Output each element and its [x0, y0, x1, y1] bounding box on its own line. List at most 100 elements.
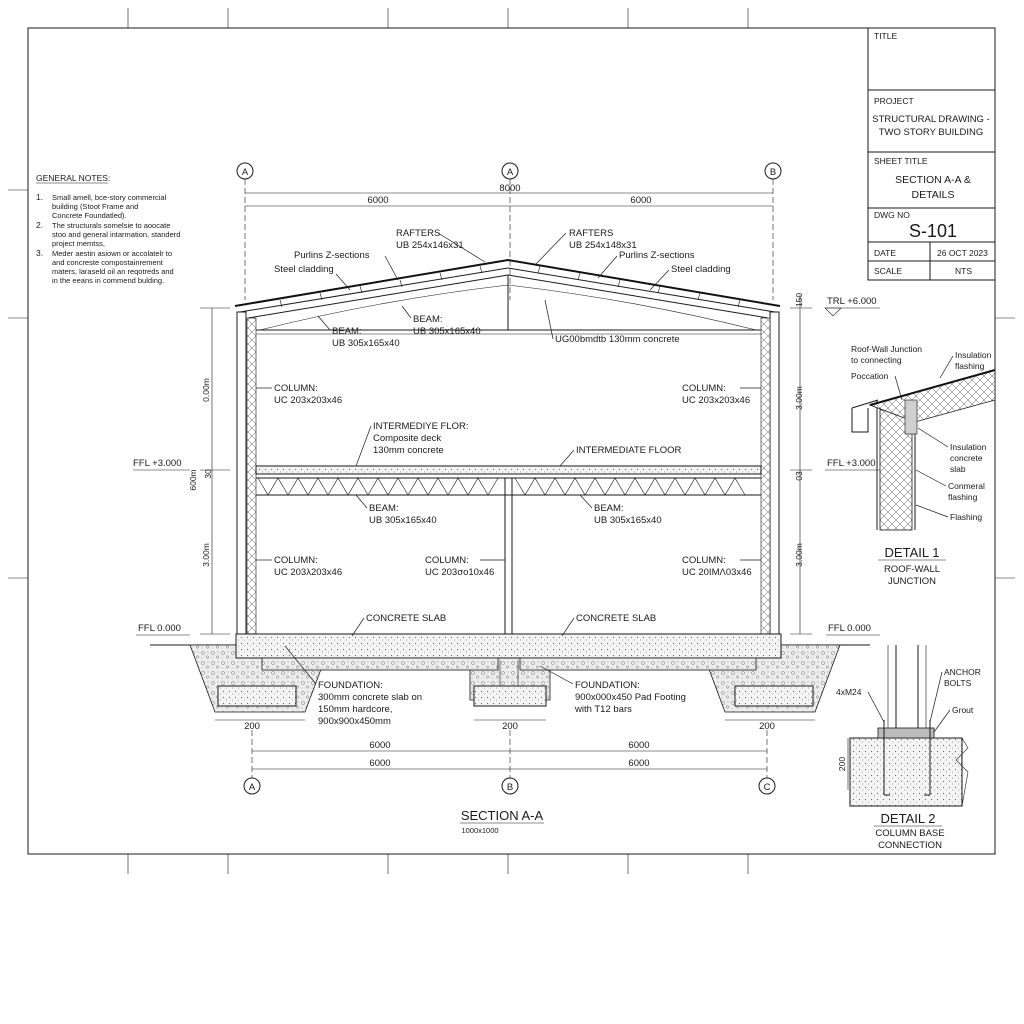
- detail1-label-c2: flashing: [955, 361, 985, 371]
- level-ffl-right-ground: FFL 0.000: [828, 623, 871, 634]
- foundations: [150, 633, 870, 713]
- dim-top-right: 6000: [630, 195, 651, 206]
- note-3-num: 3.: [36, 248, 43, 258]
- found-left-line4: 900x900x450mm: [318, 716, 391, 727]
- dim-right-top: 150: [794, 293, 804, 307]
- dwg-no-label: DWG NO: [874, 210, 910, 220]
- dim-left-upper: 0.00m: [201, 378, 211, 402]
- purlins-right: Purlins Z-sections: [619, 250, 695, 261]
- general-notes: GENERAL NOTES: 1. Small amell, bce-story…: [36, 173, 180, 285]
- level-ffl-left-upper: FFL +3.000: [133, 458, 182, 469]
- grid-label-top-a2: A: [507, 167, 514, 178]
- cladding-right: Steel cladding: [671, 264, 731, 275]
- dim-left-small: 30: [203, 469, 213, 479]
- col-left-lower-size: UC 203λ203x46: [274, 567, 342, 578]
- beam-roof-mid-title: BEAM:: [413, 314, 443, 325]
- found-left-line3: 150mm hardcore,: [318, 704, 392, 715]
- col-left-upper-size: UC 203x203x46: [274, 395, 342, 406]
- sheet-title-line2: DETAILS: [912, 189, 955, 201]
- found-right-line2: 900x000x450 Pad Footing: [575, 692, 686, 703]
- grid-label-bot-c: C: [764, 782, 771, 793]
- detail1-sub2: JUNCTION: [888, 576, 936, 587]
- grid-bubble-bot-a: [243, 777, 261, 795]
- found-right-line3: with T12 bars: [574, 704, 632, 715]
- detail2-title: DETAIL 2: [881, 811, 936, 826]
- project-label: PROJECT: [874, 96, 914, 106]
- drawing-border: [27, 27, 996, 855]
- col-right-upper-size: UC 203x203x46: [682, 395, 750, 406]
- detail1-label-b: Poccation: [851, 371, 889, 381]
- rafters-right-title: RAFTERS: [569, 228, 613, 239]
- col-right-lower-title: COLUMN:: [682, 555, 726, 566]
- detail1-label-c1: Insulation: [955, 350, 992, 360]
- title-block: TITLE PROJECT STRUCTURAL DRAWING - TWO S…: [867, 27, 996, 281]
- note-2-num: 2.: [36, 220, 43, 230]
- grid-label-top-b: B: [770, 167, 776, 178]
- found-left-line2: 300mm concrete slab on: [318, 692, 422, 703]
- dim-bot-left1: 6000: [369, 740, 390, 751]
- detail2-bolts: 4xM24: [836, 687, 862, 697]
- scale-value: NTS: [955, 266, 972, 276]
- bottom-grid: 200 200 200 6000 6000 6000 6000 A B C SE…: [215, 719, 815, 835]
- note-1-line1: Small amell, bce-story commercial: [52, 193, 167, 202]
- concrete-slab: [235, 633, 782, 659]
- note-1-num: 1.: [36, 192, 43, 202]
- inter-floor-left-title: INTERMEDIYE FLOR:: [373, 421, 469, 432]
- dim-right-lower: 3.00m: [794, 543, 804, 567]
- note-1-line3: Concrete Foundatled).: [52, 211, 127, 220]
- detail2-anchor2: BOLTS: [944, 678, 972, 688]
- detail2-anchor1: ANCHOR: [944, 667, 981, 677]
- frame: [236, 311, 780, 635]
- col-left-upper-title: COLUMN:: [274, 383, 318, 394]
- detail2-sub1: COLUMN BASE: [875, 828, 944, 839]
- dim-foot-left: 200: [244, 721, 260, 732]
- scale-label: SCALE: [874, 266, 902, 276]
- detail1-label-a1: Roof-Wall Junction: [851, 344, 922, 354]
- dim-foot-mid: 200: [502, 721, 518, 732]
- project-line1: STRUCTURAL DRAWING -: [872, 114, 990, 125]
- detail1-title: DETAIL 1: [885, 545, 940, 560]
- beam-roof-left-size: UB 305x165x40: [332, 338, 400, 349]
- section-title: SECTION A-A: [461, 808, 544, 823]
- sheet-title-line1: SECTION A-A &: [895, 174, 971, 186]
- note-2-line3: project memtss,: [52, 239, 105, 248]
- detail2-sub2: CONNECTION: [878, 840, 942, 851]
- inter-floor-left-line2: Composite deck: [373, 433, 441, 444]
- note-2-line2: stoo and general intarmation, standerd: [52, 230, 180, 239]
- dim-overall: 8000: [499, 183, 520, 194]
- slab-right: CONCRETE SLAB: [576, 613, 656, 624]
- top-grid: A A B 8000 6000 6000: [236, 162, 782, 300]
- section-scale: 1000x1000: [461, 826, 498, 835]
- note-2-line1: The structurals somelsie to aoocate: [52, 221, 170, 230]
- dim-top-left: 6000: [367, 195, 388, 206]
- levels: TRL +6.000 FFL +3.000 FFL +3.000 FFL 0.0…: [133, 296, 880, 636]
- cladding-left: Steel cladding: [274, 264, 334, 275]
- detail1-label-d3: slab: [950, 464, 966, 474]
- border-ticks: [8, 8, 1015, 874]
- note-3-line3: maters, laraseld oil an reqotreds and: [52, 267, 174, 276]
- detail2-dim: 200: [837, 757, 847, 771]
- roof-labels: RAFTERS UB 254x146x31 RAFTERS UB 254x148…: [274, 228, 731, 349]
- beam-floor-right-title: BEAM:: [594, 503, 624, 514]
- found-left-title: FOUNDATION:: [318, 680, 383, 691]
- col-right-upper-title: COLUMN:: [682, 383, 726, 394]
- dim-right-mid: 03: [794, 471, 804, 481]
- dim-bot-left2: 6000: [369, 758, 390, 769]
- date-value: 26 OCT 2023: [937, 248, 988, 258]
- dim-left-mid: 600m: [188, 469, 198, 490]
- beam-roof-left-title: BEAM:: [332, 326, 362, 337]
- grid-label-top-a1: A: [242, 167, 249, 178]
- purlins-left: Purlins Z-sections: [294, 250, 370, 261]
- grid-bubble-bot-b: [501, 777, 519, 795]
- dim-bot-right2: 6000: [628, 758, 649, 769]
- frame-labels: COLUMN: UC 203x203x46 COLUMN: UC 203x203…: [256, 383, 761, 727]
- detail1-label-f: Flashing: [950, 512, 982, 522]
- beam-floor-left-title: BEAM:: [369, 503, 399, 514]
- dwg-no: S-101: [909, 221, 957, 241]
- note-3-line4: in the eeans in commend bulding.: [52, 276, 164, 285]
- dim-bot-right1: 6000: [628, 740, 649, 751]
- level-ffl-right-upper: FFL +3.000: [827, 458, 876, 469]
- sheet-title-label: SHEET TITLE: [874, 156, 928, 166]
- note-1-line2: building (Stoot Frame and: [52, 202, 138, 211]
